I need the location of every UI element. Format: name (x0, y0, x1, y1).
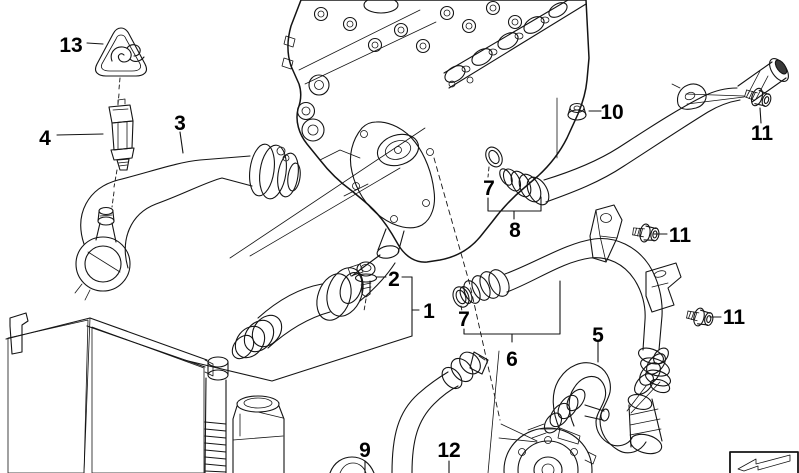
radiator-side-tank-ribs (204, 421, 227, 473)
callout-3[interactable]: 3 (174, 112, 186, 135)
pinch-hazard-glyph (110, 44, 145, 63)
pipe-8-end-fitting (737, 58, 789, 103)
radiator (5, 312, 229, 473)
pipe-8-bellows (499, 168, 550, 206)
callout-6[interactable]: 6 (506, 348, 518, 371)
water-pump (503, 423, 597, 473)
nut-10 (567, 102, 587, 121)
vent-hose-12 (391, 351, 489, 473)
callout-2[interactable]: 2 (388, 268, 400, 291)
pipe-6-bellows (459, 269, 510, 304)
callout-7-upper[interactable]: 7 (483, 177, 495, 200)
callout-9[interactable]: 9 (359, 439, 371, 462)
callout-labels: 13 4 3 2 1 7 8 10 11 11 11 7 6 5 9 12 (39, 34, 773, 462)
hose-5-top-connector (634, 347, 669, 395)
hose-1-lower-clamp (231, 314, 283, 360)
radiator-mount-tab (9, 312, 29, 355)
page-forward-arrow-icon (737, 454, 791, 472)
callout-5[interactable]: 5 (592, 324, 604, 347)
engine-left-bosses (281, 35, 330, 142)
hose-5-assembly (543, 347, 669, 455)
pipe-6-bracket-lower (645, 262, 682, 313)
pipe-6-bracket-upper (589, 204, 623, 263)
hose-12-quick-connector (441, 351, 489, 390)
hose-3-radiator-fitting (74, 206, 131, 301)
radiator-hose-3 (74, 143, 301, 301)
hose-5-left-connector (543, 388, 610, 445)
hose-3-engine-clamp (249, 143, 301, 200)
callout-1[interactable]: 1 (423, 300, 435, 323)
callout-11-lower[interactable]: 11 (723, 306, 746, 329)
callout-4[interactable]: 4 (39, 127, 51, 150)
callout-7-lower[interactable]: 7 (458, 308, 470, 331)
callout-11-top[interactable]: 11 (751, 122, 774, 145)
temperature-switch-4 (108, 98, 135, 171)
callout-8[interactable]: 8 (509, 219, 521, 242)
engine-valve-cover-studs (298, 0, 523, 85)
thermostat-hose-1 (231, 254, 396, 360)
engine-cylinder-head (281, 0, 590, 263)
pipe-8-bracket-flange (671, 83, 707, 110)
callout-11-middle[interactable]: 11 (669, 224, 692, 247)
nav-arrow-box[interactable] (729, 451, 799, 473)
expansion-tank (232, 395, 285, 473)
water-pipe-8 (481, 58, 789, 206)
hose-1-upper-clamp (316, 263, 364, 321)
engine-port-face (443, 0, 587, 89)
screw-2 (354, 261, 378, 312)
callout-12[interactable]: 12 (437, 439, 460, 462)
screw-11-middle (631, 221, 661, 245)
thermostat-housing (349, 121, 436, 259)
warning-triangle-icon (94, 27, 148, 77)
callout-13[interactable]: 13 (59, 34, 82, 57)
leader-lines (56, 42, 762, 473)
hose-5-cone-connector (627, 394, 663, 455)
callout-10[interactable]: 10 (600, 101, 623, 124)
part-9-cutoff (329, 456, 375, 473)
water-pipe-6 (449, 204, 682, 394)
